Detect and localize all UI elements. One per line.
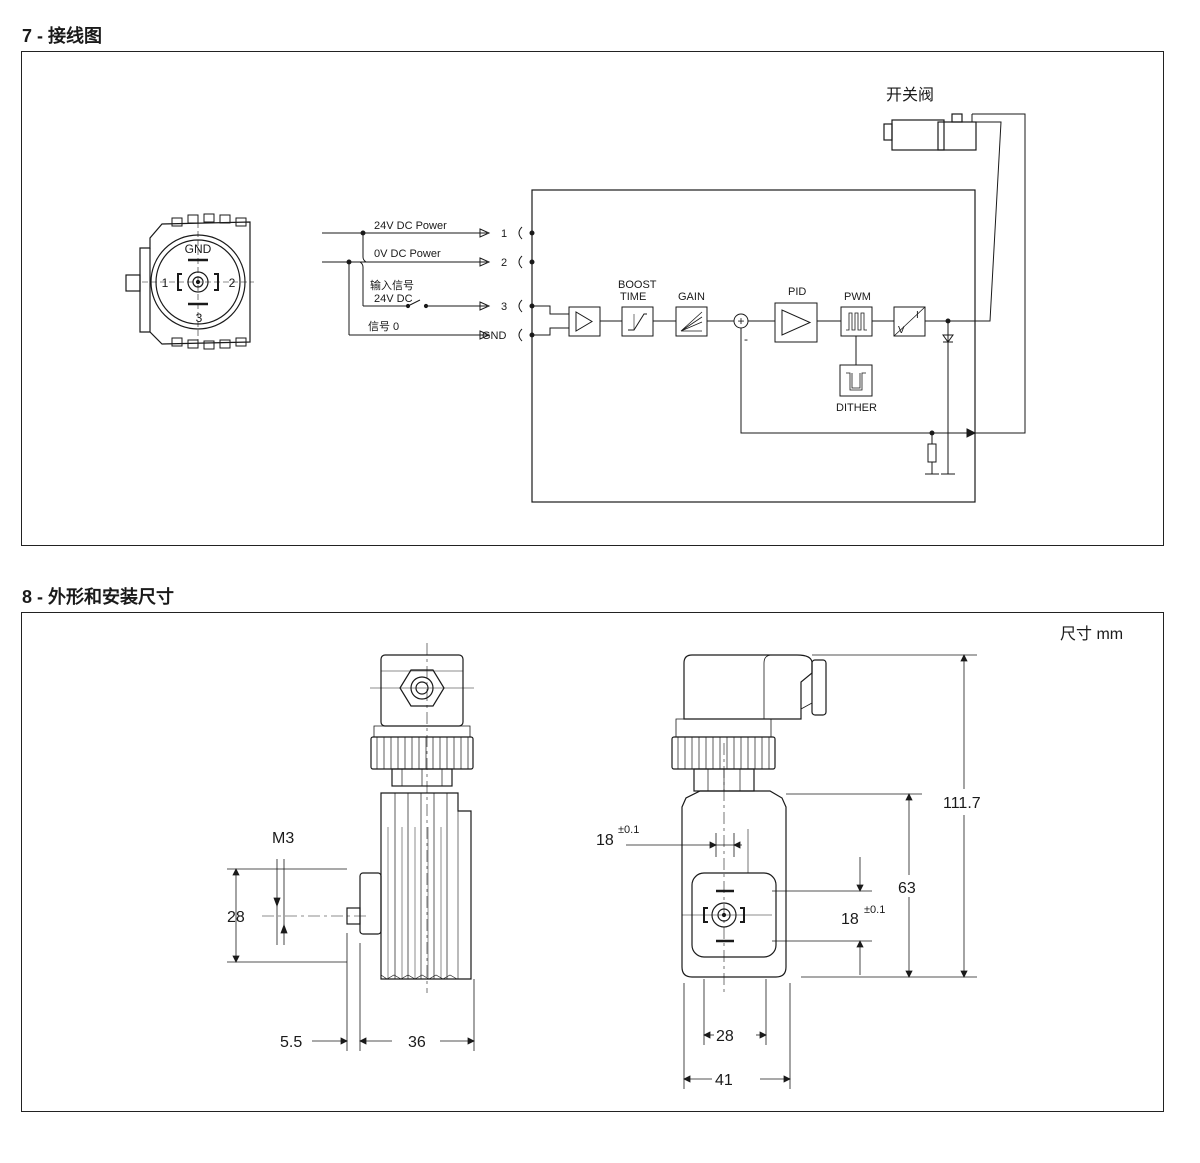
front-body — [681, 790, 787, 978]
wiring-diagram-panel: GND 1 2 3 24V — [21, 51, 1164, 546]
sum-minus-label: - — [744, 332, 748, 346]
front-view — [671, 654, 827, 993]
dim-side-offset: 5.5 — [280, 1034, 302, 1051]
line-input-signal-label: 输入信号 — [370, 278, 414, 292]
dim-front-top-tolerance: ±0.1 — [618, 824, 639, 836]
dim-side-width: 36 — [408, 1034, 426, 1051]
dim-front-body: 63 — [898, 880, 916, 897]
gain-label: GAIN — [678, 291, 705, 303]
converter-i-label: I — [916, 310, 919, 321]
controller-internals — [529, 230, 977, 475]
input-wiring — [322, 226, 523, 342]
line-0v-power-label: 0V DC Power — [374, 248, 441, 260]
boost-time-block — [621, 306, 654, 337]
pwm-label: PWM — [844, 291, 871, 303]
section-title-dimensions: 8 - 外形和安装尺寸 — [22, 587, 175, 607]
dim-front-inner: 28 — [716, 1028, 734, 1045]
dim-front-total: 111.7 — [943, 795, 981, 812]
pwm-block — [840, 306, 873, 337]
dim-side-height: 28 — [227, 909, 245, 926]
dim-front-width: 41 — [715, 1072, 733, 1089]
line-24v-power-label: 24V DC Power — [374, 220, 447, 232]
dim-front-side: 18 — [841, 911, 859, 928]
connector-pin3-label: 3 — [196, 311, 203, 325]
dimension-drawing: 尺寸 mm — [227, 625, 1123, 1089]
pid-block — [774, 302, 818, 343]
connector-pin1-label: 1 — [162, 276, 169, 290]
thread-label: M3 — [272, 830, 294, 847]
terminal-3-label: 3 — [501, 301, 507, 313]
dither-block — [839, 364, 873, 397]
line-signal0-label: 信号 0 — [368, 320, 399, 333]
connector-pin2-label: 2 — [229, 276, 236, 290]
valve-label: 开关阀 — [886, 86, 934, 104]
connector-gnd-label: GND — [185, 242, 212, 256]
boost-label-1: BOOST — [618, 279, 657, 291]
dim-front-side-tolerance: ±0.1 — [864, 904, 885, 916]
dim-front-top: 18 — [596, 832, 614, 849]
valve-wiring — [971, 113, 1026, 434]
unit-label: 尺寸 mm — [1060, 625, 1123, 643]
terminal-gnd-label: GND — [482, 330, 507, 342]
terminal-1-label: 1 — [501, 228, 507, 240]
sum-plus-label: + — [737, 314, 744, 328]
side-knurled-nut — [370, 736, 474, 770]
front-knurled-nut — [671, 736, 776, 770]
dither-label: DITHER — [836, 402, 877, 414]
controller-box — [531, 189, 976, 503]
wiring-diagram: GND 1 2 3 24V — [125, 86, 1026, 503]
side-view — [262, 643, 474, 993]
switching-valve — [883, 113, 977, 151]
boost-label-2: TIME — [620, 291, 646, 303]
side-body — [380, 792, 472, 980]
section-title-wiring: 7 - 接线图 — [22, 26, 103, 46]
side-view-dimensions — [227, 859, 475, 1051]
connector-face — [125, 213, 254, 350]
terminal-2-label: 2 — [501, 257, 507, 269]
line-input-24v-label: 24V DC — [374, 293, 413, 305]
dimension-drawing-panel: 尺寸 mm — [21, 612, 1164, 1112]
input-amplifier-block — [568, 306, 601, 337]
converter-v-label: V — [898, 325, 905, 336]
front-view-dimensions — [626, 654, 977, 1089]
pid-label: PID — [788, 286, 806, 298]
